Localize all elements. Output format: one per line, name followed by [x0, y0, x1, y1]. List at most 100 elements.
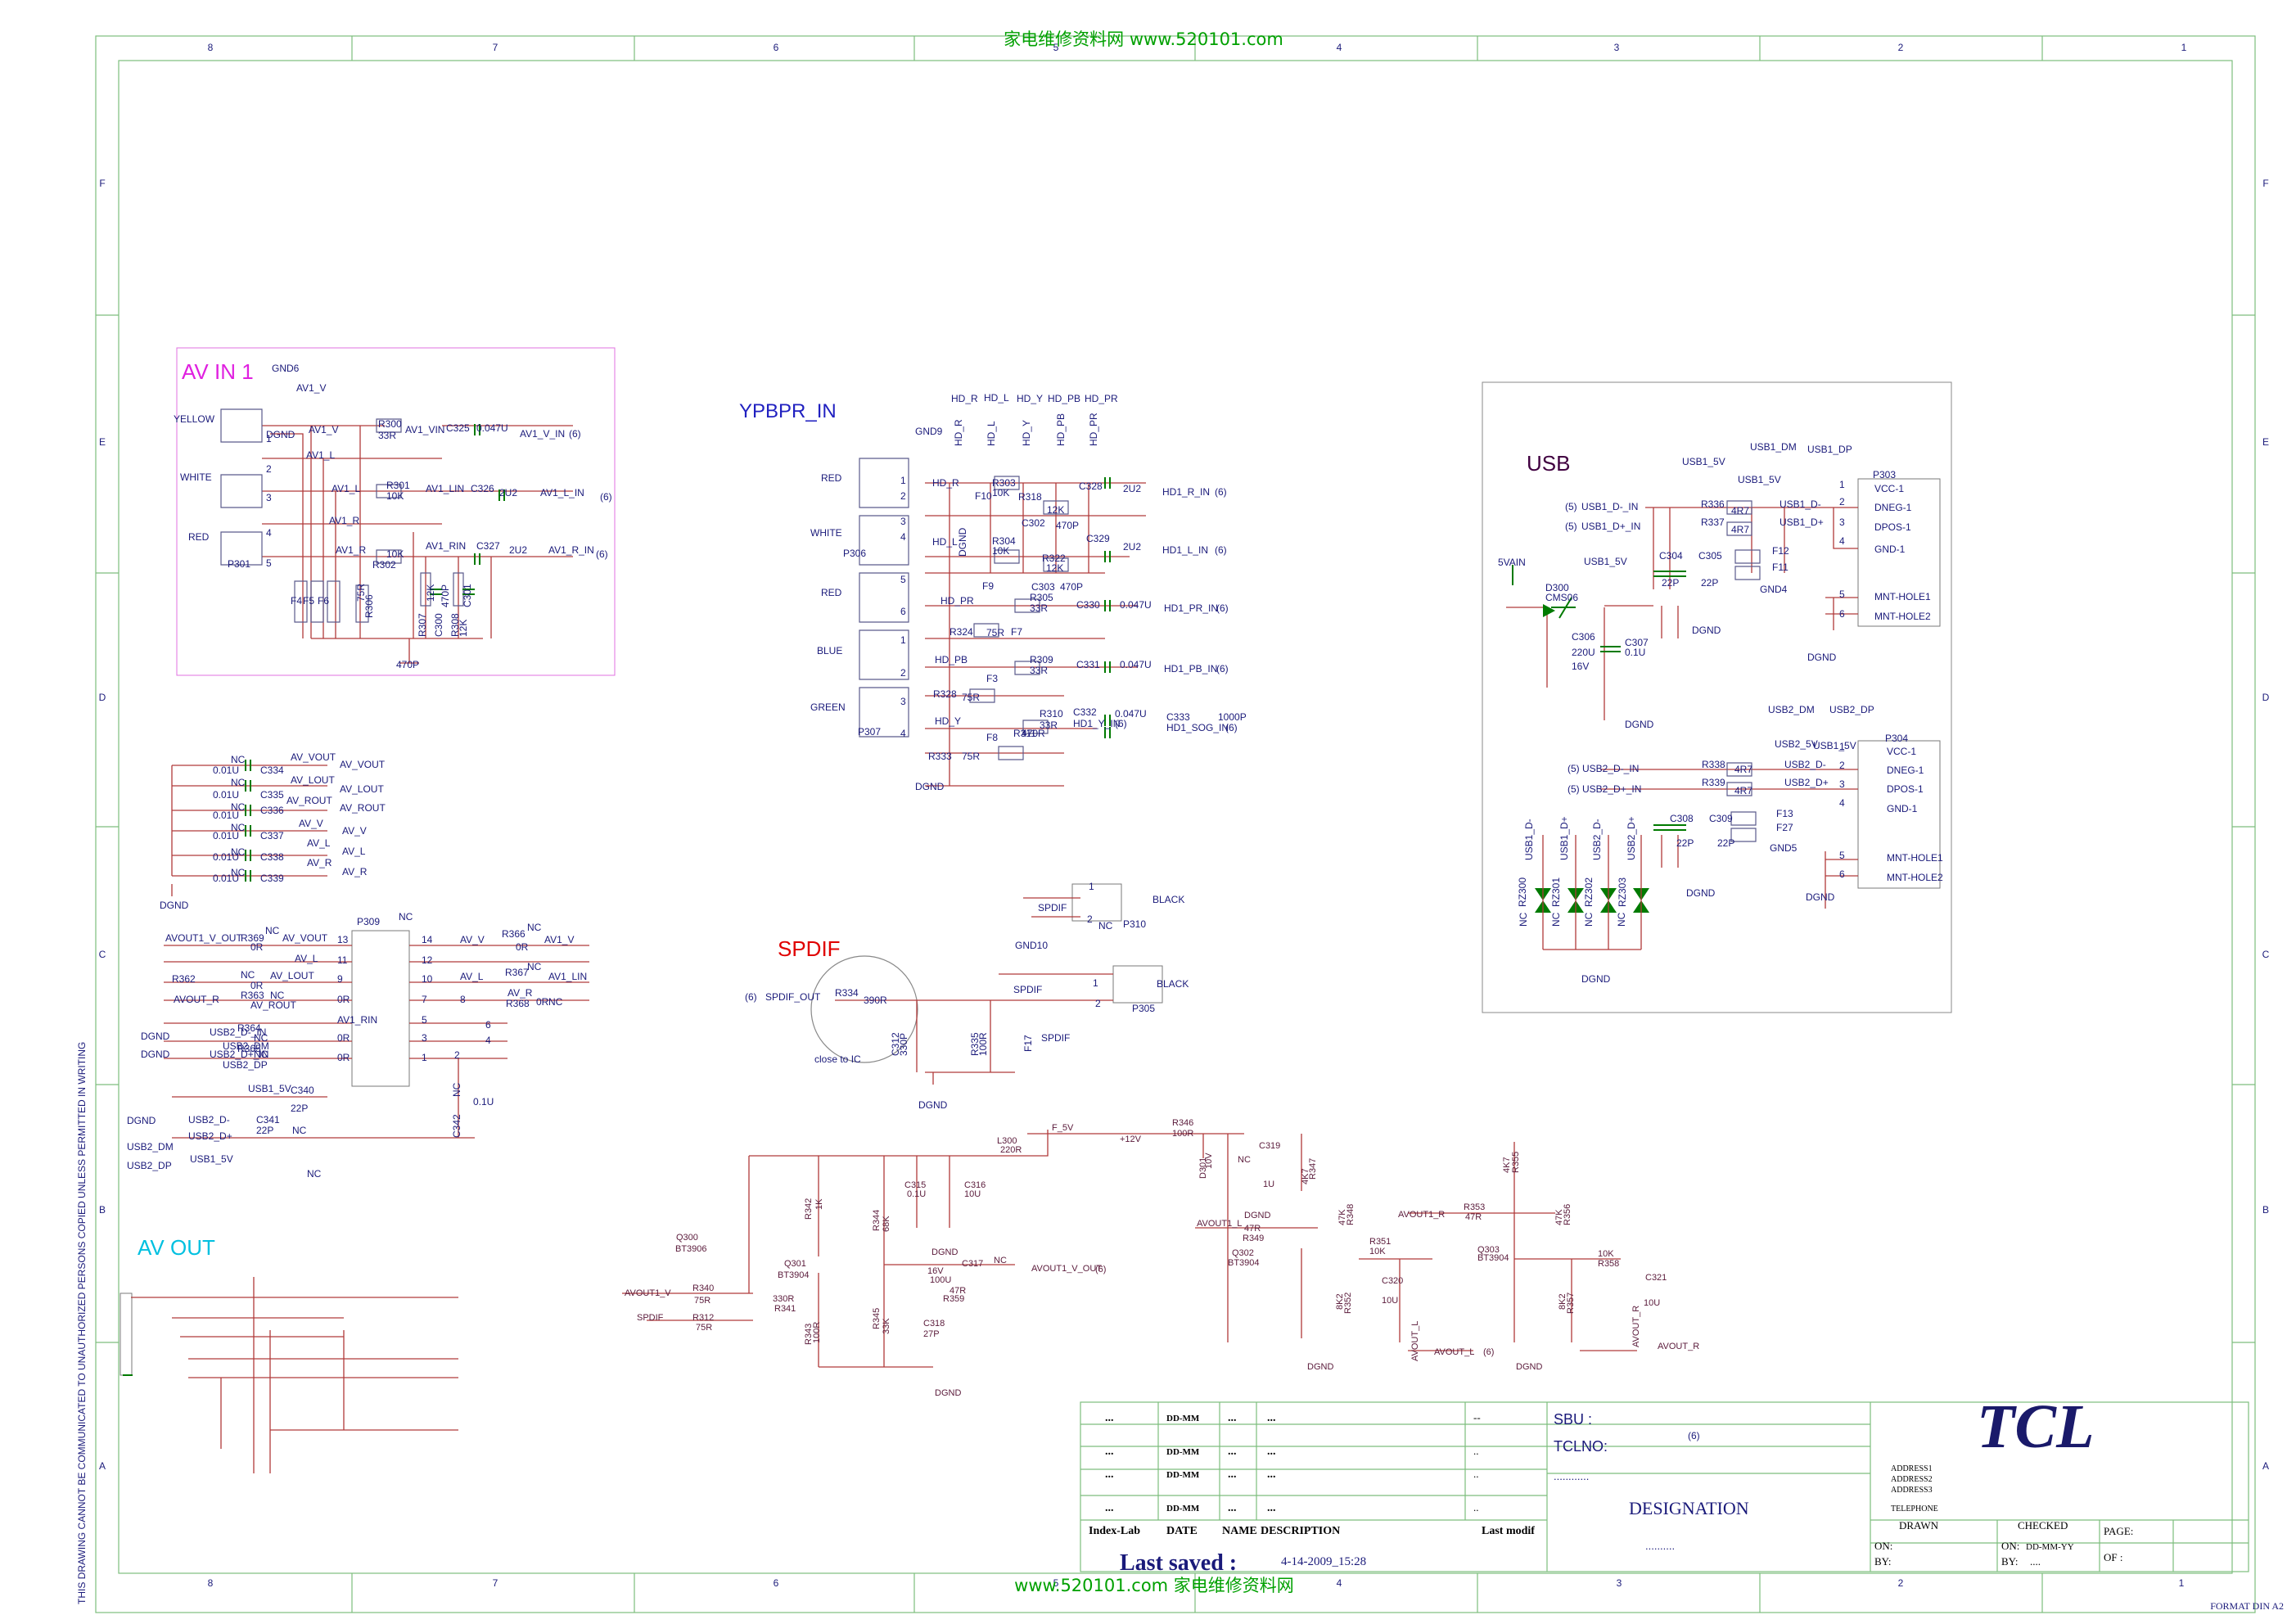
revision-desc: ... — [1267, 1468, 1276, 1481]
schematic-label: 16V — [1572, 661, 1589, 672]
schematic-label: DGND — [160, 900, 189, 911]
last-saved-label: Last saved : — [1120, 1550, 1237, 1576]
schematic-label: AV1_L_IN — [540, 487, 584, 498]
schematic-label: USB2_D+ — [1784, 777, 1829, 788]
schematic-label: NC — [292, 1125, 307, 1136]
schematic-label: 47R — [1244, 1224, 1261, 1234]
schematic-label: 2 — [900, 667, 906, 679]
schematic-label: AV_VOUT — [291, 751, 336, 763]
schematic-label: NC — [994, 1256, 1007, 1265]
av-in1-components — [220, 408, 464, 623]
schematic-label: R302 — [372, 559, 396, 571]
schematic-label: 2 — [1087, 914, 1093, 925]
schematic-label: DGND — [1807, 652, 1837, 663]
schematic-label: 75R — [355, 584, 367, 602]
schematic-label: 5VAIN — [1498, 557, 1526, 568]
schematic-label: AVOUT_R — [174, 994, 219, 1005]
schematic-label: USB1_5V — [1738, 474, 1781, 485]
schematic-label: 470P — [396, 659, 419, 670]
header-last-modif: Last modif — [1482, 1525, 1535, 1537]
schematic-label: AV1_V — [544, 934, 574, 945]
tcl-logo: TCL — [1977, 1392, 2095, 1461]
schematic-label: 4R7 — [1734, 764, 1752, 775]
schematic-label: GND4 — [1760, 584, 1788, 595]
schematic-label: 75R — [962, 751, 980, 762]
schematic-label: NC — [241, 969, 255, 981]
schematic-label: P304 — [1885, 733, 1908, 744]
schematic-label: USB2_D- — [1591, 819, 1603, 860]
schematic-label: 4R7 — [1731, 505, 1749, 517]
schematic-label: P303 — [1873, 469, 1896, 480]
grid-row-label: A — [2262, 1460, 2269, 1472]
schematic-label: 7 — [422, 994, 427, 1005]
schematic-label: HD_PB — [1048, 393, 1080, 404]
header-index: Index-Lab — [1089, 1525, 1140, 1537]
schematic-label: (6) — [596, 548, 608, 560]
schematic-label: AV_VOUT — [282, 932, 328, 944]
schematic-label: (6) — [1215, 486, 1227, 498]
schematic-label: 47R — [1465, 1212, 1482, 1222]
grid-col-label: 6 — [774, 42, 779, 53]
address-line: TELEPHONE — [1891, 1504, 1938, 1513]
grid-row-label: F — [99, 178, 105, 189]
schematic-label: USB2_D-_IN — [1582, 763, 1639, 774]
grid-row-label: C — [99, 949, 106, 960]
revision-index: ... — [1105, 1412, 1114, 1424]
schematic-label: R367 — [505, 967, 529, 978]
schematic-label: 0.1U — [907, 1189, 926, 1199]
schematic-label: AV1_R — [336, 544, 366, 556]
grid-row-label: B — [2262, 1204, 2269, 1216]
schematic-label: 6 — [1839, 868, 1845, 880]
schematic-label: 4 — [900, 728, 906, 739]
schematic-label: C328 — [1079, 480, 1103, 492]
schematic-label: AV_L — [460, 971, 484, 982]
schematic-label: 5 — [422, 1014, 427, 1026]
schematic-label: 10U — [964, 1189, 981, 1199]
schematic-label: BT3904 — [778, 1270, 810, 1280]
schematic-label: VCC-1 — [1874, 483, 1904, 494]
connector-p309 — [351, 930, 410, 1087]
schematic-label: 4 — [1839, 797, 1845, 809]
schematic-label: 220R — [1000, 1145, 1022, 1155]
schematic-label: AV_ROUT — [340, 802, 386, 814]
schematic-label: USB2_D-_IN — [210, 1026, 266, 1038]
schematic-label: AV_ROUT — [250, 999, 296, 1011]
schematic-label: 75R — [694, 1296, 710, 1306]
schematic-label: 4K7 — [1301, 1168, 1310, 1184]
schematic-label: 0.01U — [213, 851, 239, 863]
schematic-label: 4K7 — [1502, 1157, 1512, 1173]
schematic-label: 0R — [536, 996, 549, 1008]
outer-frame — [95, 35, 2256, 1613]
schematic-label: 8 — [460, 994, 466, 1005]
revision-last-modif: -- — [1473, 1411, 1481, 1423]
schematic-label: GND-1 — [1887, 803, 1918, 814]
schematic-label: 1 — [1839, 741, 1845, 752]
schematic-label: DGND — [957, 527, 968, 557]
schematic-label: 16V — [927, 1266, 944, 1276]
schematic-label: 5 — [1839, 589, 1845, 600]
schematic-label: 75R — [962, 692, 980, 703]
schematic-label: NC — [231, 822, 246, 833]
schematic-label: R366 — [502, 928, 526, 940]
schematic-label: HD1_PB_IN — [1164, 663, 1217, 674]
schematic-label: F6 — [318, 595, 329, 607]
schematic-label: P306 — [843, 548, 866, 559]
schematic-label: 0.01U — [213, 873, 239, 884]
schematic-label: USB1_DM — [1750, 441, 1797, 453]
schematic-label: (5) — [1568, 783, 1580, 795]
schematic-label: NC — [399, 911, 413, 923]
schematic-label: C331 — [1076, 659, 1100, 670]
schematic-label: USB1_DP — [1807, 444, 1852, 455]
schematic-label: DGND — [1625, 719, 1654, 730]
schematic-label: SPDIF_OUT — [765, 991, 821, 1003]
schematic-label: NC — [548, 996, 563, 1008]
tclno-value: ............ — [1554, 1470, 1589, 1482]
schematic-label: AVOUT1_V_OUT — [1031, 1264, 1102, 1274]
revision-desc: ... — [1267, 1412, 1276, 1424]
schematic-label: AV1_V_IN — [520, 428, 565, 440]
schematic-label: 8K2 — [1558, 1293, 1568, 1310]
